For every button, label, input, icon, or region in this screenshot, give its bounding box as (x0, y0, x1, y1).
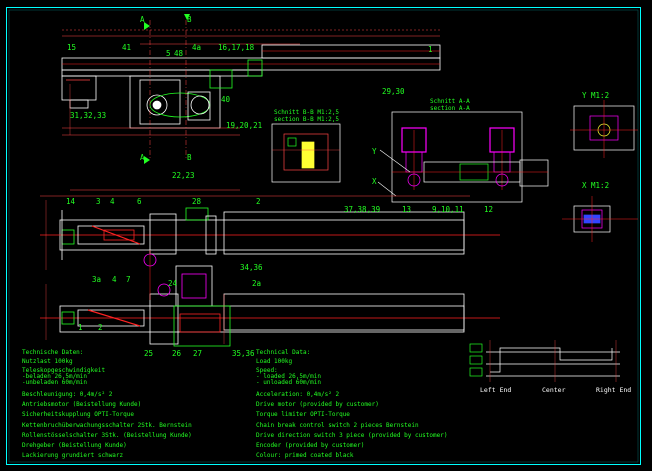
note-line: Nutzlast 100kg (22, 358, 73, 365)
part-label: 14 (66, 197, 76, 206)
note-line: Speed: (256, 367, 278, 374)
note-line: Technische Daten: (22, 349, 83, 356)
section-bb-view (271, 123, 341, 183)
inner-border (8, 9, 639, 463)
note-line: Drive direction switch 3 piece (provided… (256, 432, 447, 439)
part-label: 6 (137, 197, 142, 206)
part-label: 3a (92, 275, 101, 284)
part-labels-middle: 14 3 4 6 28 2 34,36 (66, 197, 263, 272)
section-mark: A (140, 153, 145, 162)
note-line: Teleskopgeschwindigkeit (22, 367, 105, 374)
note-line: - unloaded 60m/min (256, 379, 321, 386)
view-title: section A-A (430, 105, 470, 112)
part-label: 5 (166, 49, 171, 58)
part-label: 2 (256, 197, 261, 206)
section-aa-view (377, 111, 549, 203)
note-line: - loaded 26,5m/min (256, 373, 321, 380)
view-title: Y (372, 147, 377, 156)
note-line: Antriebsmotor (Beistellung Kunde) (22, 401, 141, 408)
part-labels-bottom: 3a 4 7 1 2 24 2a 25 26 27 35,36 (78, 275, 261, 358)
view-x (562, 196, 638, 242)
note-line: Drive motor (provided by customer) (256, 401, 379, 408)
notes-german: Technische Daten: Nutzlast 100kg Telesko… (22, 349, 192, 459)
bottom-plan-view (40, 250, 500, 347)
note-line: Rollenstösselschalter 3Stk. (Beistellung… (22, 432, 192, 439)
view-title: Schnitt A-A (430, 98, 470, 105)
timing-label-center: Center (542, 386, 566, 394)
drawing-border (6, 7, 641, 465)
part-label: 40 (221, 95, 231, 104)
part-label: 3 (96, 197, 101, 206)
section-marks: A B A B (140, 15, 192, 162)
part-label: 9,10,11 (432, 205, 464, 214)
part-label: 4a (192, 43, 201, 52)
section-mark: B (187, 153, 192, 162)
note-line: Drehgeber (Beistellung Kunde) (22, 442, 127, 449)
note-line: Load 100kg (256, 358, 293, 365)
timing-label-left: Left End (480, 386, 511, 394)
part-label: 4 (112, 275, 117, 284)
part-label: 1 (428, 45, 433, 54)
note-line: Technical Data: (256, 349, 310, 356)
part-label: 26 (172, 349, 182, 358)
part-label: 4 (110, 197, 115, 206)
part-label: 31,32,33 (70, 111, 106, 120)
part-label: 13 (402, 205, 411, 214)
part-label: 12 (484, 205, 493, 214)
part-label: 29,30 (382, 87, 405, 96)
part-label: 16,17,18 (218, 43, 255, 52)
part-label: 25 (144, 349, 153, 358)
part-label: 41 (122, 43, 131, 52)
part-label: 19,20,21 (226, 121, 262, 130)
middle-plan-view (40, 189, 500, 270)
view-title: section B-B M1:2,5 (274, 116, 339, 123)
part-label: 1 (78, 323, 83, 332)
note-line: Colour: primed coated black (256, 452, 354, 459)
timing-labels: Left End Center Right End (480, 386, 631, 394)
note-line: Chain break control switch 2 pieces Bern… (256, 422, 419, 429)
view-title: X (372, 177, 377, 186)
part-label: 35,36 (232, 349, 255, 358)
position-timing-chart (469, 340, 620, 382)
part-labels-section: 37,38,39 13 9,10,11 12 (344, 205, 493, 214)
note-line: Acceleration: 0,4m/s² 2 (256, 391, 339, 398)
part-labels-top: 15 41 5 48 4a 16,17,18 1 40 31,32,33 19,… (67, 43, 433, 180)
note-line: -beladen 26,5m/min (22, 373, 87, 380)
note-line: Kettenbruchüberwachungsschalter 2Stk. Be… (22, 422, 192, 429)
view-title: X M1:2 (582, 181, 609, 190)
view-title: Y M1:2 (582, 91, 609, 100)
part-label: 48 (174, 49, 184, 58)
part-label: 7 (126, 275, 131, 284)
view-titles: Schnitt A-A section A-A Schnitt B-B M1:2… (274, 91, 609, 190)
notes-english: Technical Data: Load 100kg Speed: - load… (256, 349, 447, 459)
part-label: 2a (252, 279, 261, 288)
note-line: Encoder (provided by customer) (256, 442, 364, 449)
section-mark: A (140, 15, 145, 24)
top-elevation-view (61, 14, 441, 164)
section-mark: B (187, 15, 192, 24)
note-line: Lackierung grundiert schwarz (22, 452, 124, 459)
view-title: Schnitt B-B M1:2,5 (274, 109, 339, 116)
part-label: 22,23 (172, 171, 195, 180)
part-label: 27 (193, 349, 202, 358)
note-line: Torque limiter OPTI-Torque (256, 411, 350, 418)
part-label: 34,36 (240, 263, 263, 272)
part-label: 28 (192, 197, 202, 206)
note-line: Sicherheitskupplung OPTI-Torque (22, 411, 134, 418)
note-line: Beschleunigung: 0,4m/s² 2 (22, 391, 113, 398)
view-y (570, 100, 638, 158)
part-label: 24 (168, 279, 178, 288)
part-label: 37,38,39 (344, 205, 380, 214)
part-label: 15 (67, 43, 76, 52)
part-label: 2 (98, 323, 103, 332)
timing-label-right: Right End (596, 386, 631, 394)
note-line: -unbeladen 60m/min (22, 379, 87, 386)
